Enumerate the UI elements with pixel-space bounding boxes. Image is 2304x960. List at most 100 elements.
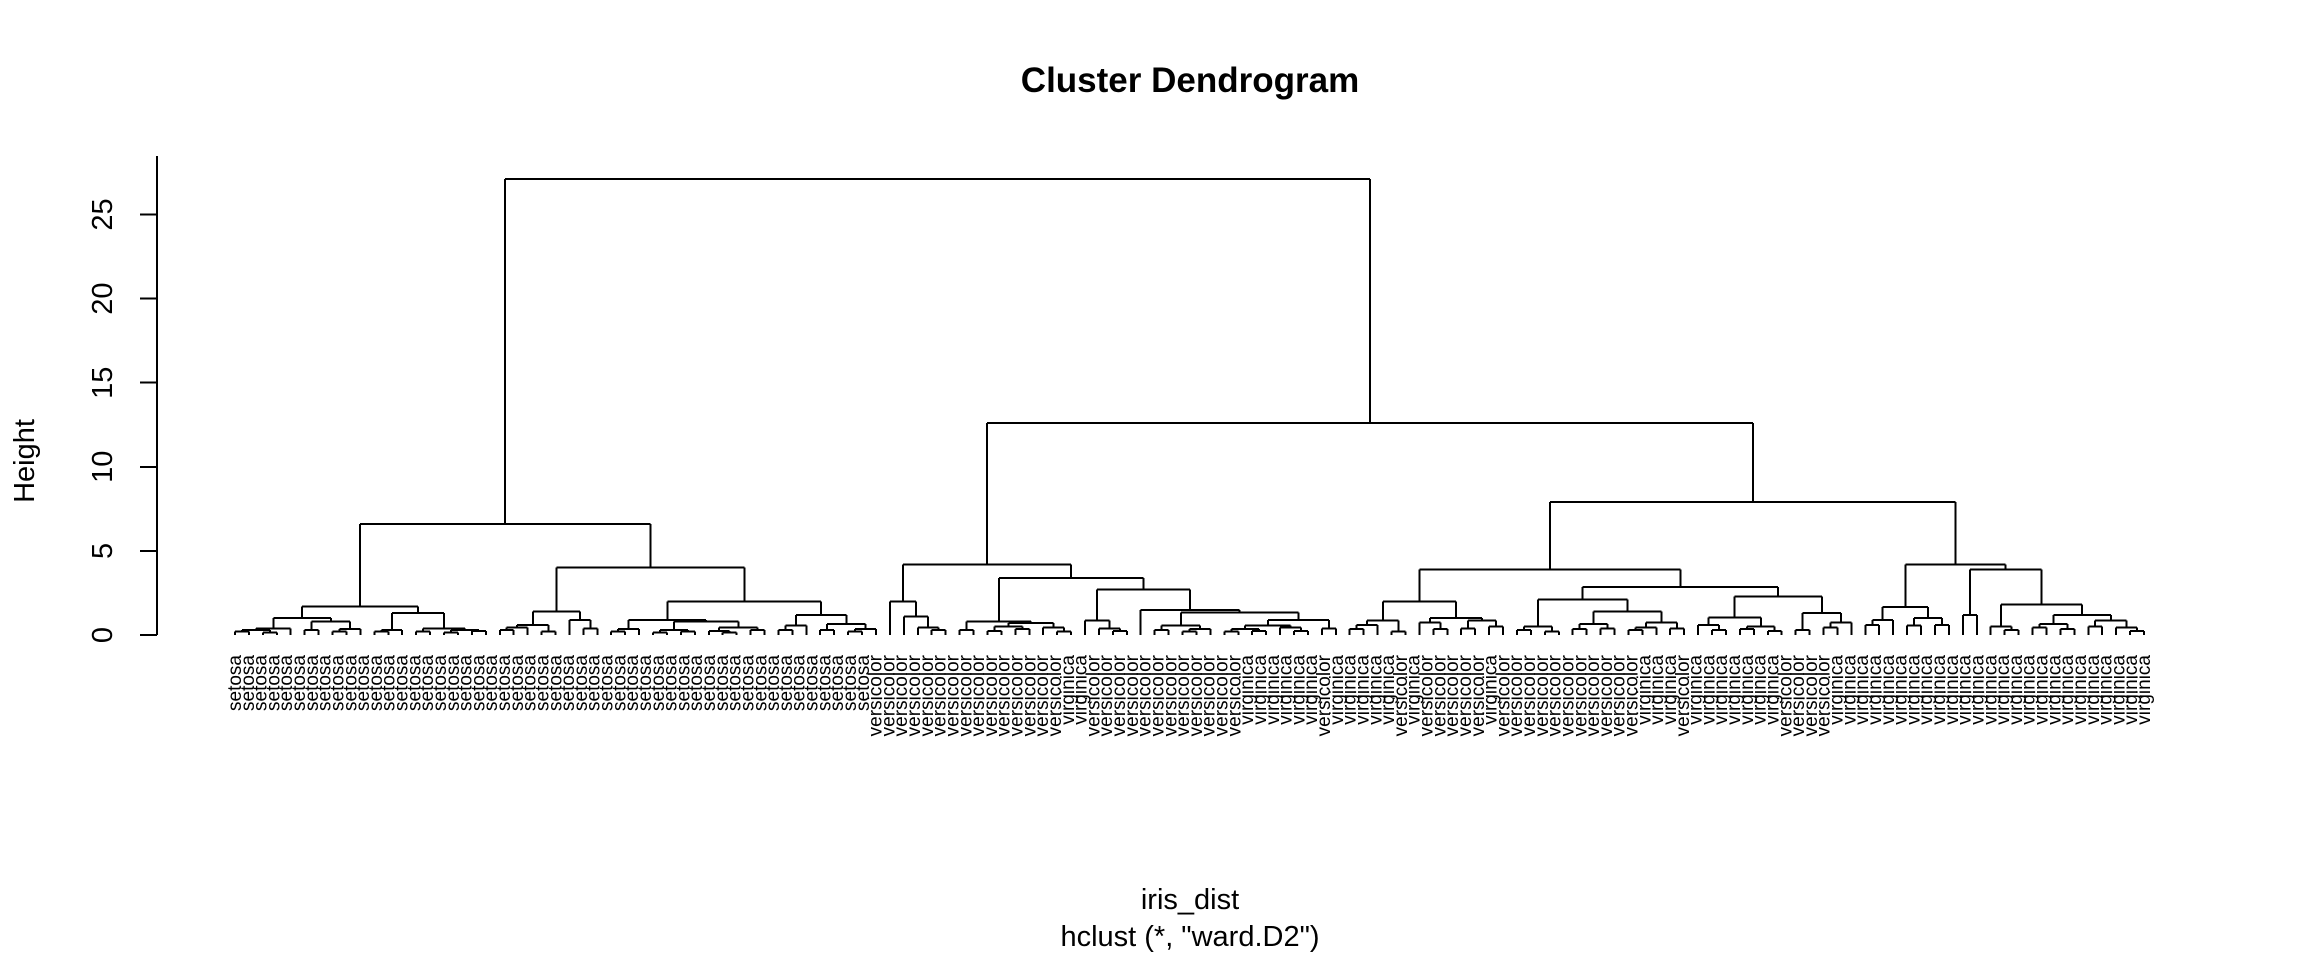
y-tick-label: 15 — [87, 367, 119, 399]
y-tick-label: 0 — [87, 627, 119, 643]
leaf-label: versicolor — [1199, 654, 1220, 736]
leaf-label: virginica — [1276, 655, 1297, 725]
leaf-label: virginica — [1263, 655, 1284, 725]
leaf-label: virginica — [1724, 655, 1745, 725]
leaf-label: virginica — [1340, 655, 1361, 725]
leaf-label: virginica — [1301, 655, 1322, 725]
leaf-label: setosa — [622, 655, 643, 711]
leaf-label: versicolor — [1545, 654, 1566, 736]
leaf-label: setosa — [494, 655, 515, 711]
leaf-label: versicolor — [1570, 654, 1591, 736]
leaf-label: setosa — [251, 655, 272, 711]
leaf-label: setosa — [302, 655, 323, 711]
leaf-labels: setosasetosasetosasetosasetosasetosaseto… — [225, 654, 2155, 736]
leaf-label: setosa — [289, 655, 310, 711]
leaf-label: virginica — [2057, 655, 2078, 725]
leaf-label: setosa — [532, 655, 553, 711]
leaf-label: setosa — [789, 655, 810, 711]
leaf-label: versicolor — [1673, 654, 1694, 736]
leaf-label: setosa — [443, 655, 464, 711]
leaf-label: versicolor — [942, 654, 963, 736]
leaf-label: setosa — [276, 655, 297, 711]
leaf-label: versicolor — [1583, 654, 1604, 736]
leaf-label: versicolor — [994, 654, 1015, 736]
chart-title: Cluster Dendrogram — [1021, 61, 1359, 100]
leaf-label: versicolor — [1506, 654, 1527, 736]
leaf-label: virginica — [1916, 655, 1937, 725]
leaf-label: virginica — [1967, 655, 1988, 725]
leaf-label: setosa — [353, 655, 374, 711]
leaf-label: versicolor — [1442, 654, 1463, 736]
leaf-label: setosa — [238, 655, 259, 711]
leaf-label: setosa — [507, 655, 528, 711]
leaf-label: setosa — [379, 655, 400, 711]
leaf-label: virginica — [1071, 655, 1092, 725]
leaf-label: versicolor — [1801, 654, 1822, 736]
leaf-label: setosa — [545, 655, 566, 711]
leaf-label: setosa — [827, 655, 848, 711]
leaf-label: virginica — [1352, 655, 1373, 725]
leaf-label: setosa — [468, 655, 489, 711]
leaf-label: versicolor — [1122, 654, 1143, 736]
leaf-label: setosa — [609, 655, 630, 711]
leaf-label: virginica — [1365, 655, 1386, 725]
leaf-label: virginica — [1634, 655, 1655, 725]
leaf-label: virginica — [1237, 655, 1258, 725]
leaf-label: versicolor — [1147, 654, 1168, 736]
leaf-label: virginica — [1698, 655, 1719, 725]
leaf-label: virginica — [1404, 655, 1425, 725]
leaf-label: virginica — [1827, 655, 1848, 725]
leaf-label: setosa — [430, 655, 451, 711]
leaf-label: setosa — [481, 655, 502, 711]
leaf-label: setosa — [661, 655, 682, 711]
leaf-label: virginica — [1737, 655, 1758, 725]
leaf-label: versicolor — [1429, 654, 1450, 736]
leaf-label: setosa — [686, 655, 707, 711]
y-tick-label: 10 — [87, 451, 119, 483]
leaf-label: setosa — [520, 655, 541, 711]
leaf-label: virginica — [1942, 655, 1963, 725]
leaf-label: virginica — [2096, 655, 2117, 725]
leaf-label: virginica — [1250, 655, 1271, 725]
y-axis-label: Height — [9, 419, 41, 503]
leaf-label: versicolor — [930, 654, 951, 736]
leaf-label: setosa — [263, 655, 284, 711]
leaf-label: virginica — [2108, 655, 2129, 725]
leaf-label: virginica — [1647, 655, 1668, 725]
leaf-label: versicolor — [1609, 654, 1630, 736]
y-tick-label: 20 — [87, 282, 119, 314]
leaf-label: setosa — [571, 655, 592, 711]
leaf-label: virginica — [1288, 655, 1309, 725]
leaf-label: versicolor — [1391, 654, 1412, 736]
leaf-label: virginica — [1327, 655, 1348, 725]
leaf-label: versicolor — [981, 654, 1002, 736]
leaf-label: versicolor — [1814, 654, 1835, 736]
leaf-label: setosa — [392, 655, 413, 711]
leaf-label: virginica — [1686, 655, 1707, 725]
leaf-label: virginica — [1993, 655, 2014, 725]
leaf-label: setosa — [404, 655, 425, 711]
leaf-label: setosa — [802, 655, 823, 711]
leaf-label: versicolor — [1622, 654, 1643, 736]
leaf-label: virginica — [1891, 655, 1912, 725]
leaf-label: versicolor — [1557, 654, 1578, 736]
leaf-label: versicolor — [866, 654, 887, 736]
leaf-label: versicolor — [1109, 654, 1130, 736]
leaf-label: versicolor — [1314, 654, 1335, 736]
leaf-label: setosa — [558, 655, 579, 711]
leaf-label: setosa — [840, 655, 861, 711]
leaf-label: versicolor — [1596, 654, 1617, 736]
leaf-label: setosa — [315, 655, 336, 711]
leaf-label: virginica — [2070, 655, 2091, 725]
leaf-label: setosa — [366, 655, 387, 711]
leaf-label: versicolor — [1468, 654, 1489, 736]
leaf-label: virginica — [1955, 655, 1976, 725]
leaf-label: setosa — [635, 655, 656, 711]
leaf-label: setosa — [750, 655, 771, 711]
leaf-label: virginica — [1865, 655, 1886, 725]
leaf-label: setosa — [417, 655, 438, 711]
leaf-label: setosa — [763, 655, 784, 711]
leaf-label: versicolor — [1173, 654, 1194, 736]
leaf-label: versicolor — [904, 654, 925, 736]
